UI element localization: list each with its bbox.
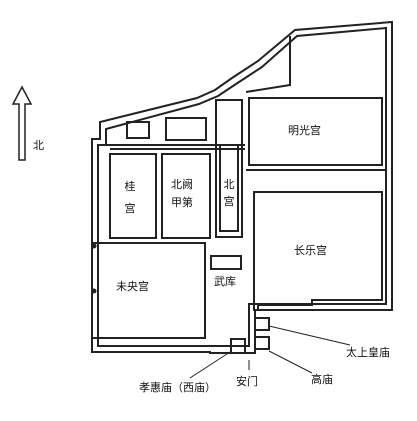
- xiaohui-label: 孝惠庙（西庙）: [139, 381, 216, 394]
- changle-label: 长乐宫: [294, 244, 327, 257]
- mingguang-label: 明光宫: [288, 124, 321, 137]
- mingguang-divider: [245, 36, 291, 93]
- beigong-label: 北宫: [223, 178, 235, 208]
- north-block-1: [126, 121, 150, 139]
- leader-xiaohui: [189, 351, 231, 379]
- gate-dot-1: [91, 243, 97, 249]
- north-block-2: [165, 117, 207, 141]
- beigong-wall: [215, 99, 243, 238]
- mingguang-wall: [248, 97, 383, 166]
- guigong-label: 桂宫: [124, 180, 136, 215]
- north-arrow-icon: [11, 85, 33, 161]
- leader-gao: [268, 350, 313, 374]
- city-wall-inner: [97, 26, 387, 347]
- changle-wall: [253, 191, 383, 311]
- beigong-inner: [219, 144, 239, 232]
- taishanghuang-label: 太上皇庙: [346, 346, 390, 359]
- gao-temple: [254, 336, 270, 350]
- beique-wall: [161, 153, 211, 239]
- gate-dot-2: [91, 288, 97, 294]
- guigong-wall: [109, 153, 157, 239]
- anmen-label: 安门: [236, 375, 258, 388]
- city-wall-outer: [91, 20, 393, 354]
- weiyang-label: 未央宫: [116, 280, 149, 293]
- beique-label: 北阙甲第: [171, 178, 193, 209]
- wuku-label: 武库: [214, 275, 236, 288]
- xiaohui-temple: [230, 338, 246, 354]
- compass-label: 北: [33, 139, 44, 152]
- gaomiao-label: 高庙: [311, 373, 333, 386]
- wuku-block: [210, 255, 242, 270]
- leader-taishanghuang: [268, 325, 351, 346]
- taishanghuang-temple: [254, 317, 270, 331]
